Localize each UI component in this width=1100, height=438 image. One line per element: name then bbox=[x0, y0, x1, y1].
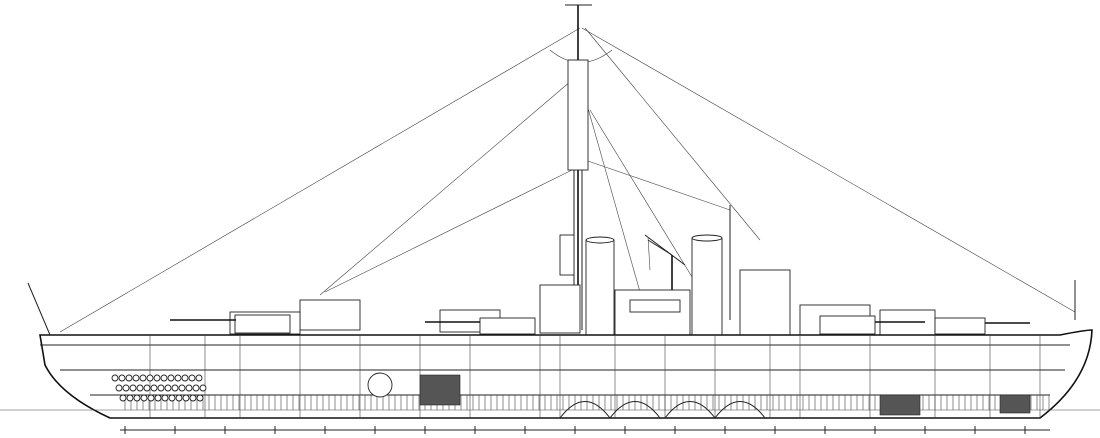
stay-fore-inner bbox=[319, 74, 579, 296]
tube bbox=[119, 394, 127, 402]
stay-aft-inner bbox=[579, 79, 641, 293]
tube bbox=[139, 374, 147, 382]
turret-c bbox=[819, 315, 876, 335]
tube bbox=[118, 374, 126, 382]
scale-ticks bbox=[124, 426, 1026, 434]
tube bbox=[181, 374, 189, 382]
stay-mainmast bbox=[584, 159, 731, 211]
foremast bbox=[559, 4, 592, 330]
tube bbox=[147, 394, 155, 402]
tube bbox=[136, 384, 144, 392]
turret-b bbox=[479, 317, 536, 335]
tube bbox=[125, 374, 133, 382]
tube bbox=[143, 384, 151, 392]
tube bbox=[188, 374, 196, 382]
tube bbox=[192, 384, 200, 392]
boiler-tubes bbox=[111, 374, 207, 402]
tube bbox=[146, 374, 154, 382]
tube bbox=[157, 384, 165, 392]
tube bbox=[196, 394, 204, 402]
tube bbox=[167, 374, 175, 382]
tube bbox=[171, 384, 179, 392]
tube bbox=[154, 394, 162, 402]
tube bbox=[195, 374, 203, 382]
tube bbox=[161, 394, 169, 402]
tube bbox=[126, 394, 134, 402]
tube bbox=[178, 384, 186, 392]
gun-turrets bbox=[170, 314, 1030, 335]
tube bbox=[175, 394, 183, 402]
back-stay bbox=[581, 27, 1076, 313]
turret-d bbox=[934, 317, 986, 335]
hull bbox=[0, 329, 1100, 434]
tube bbox=[150, 384, 158, 392]
tube bbox=[111, 374, 119, 382]
engine-rooms bbox=[367, 372, 1031, 419]
jackstaff bbox=[27, 282, 51, 336]
fore-stay bbox=[59, 27, 581, 333]
tube bbox=[168, 394, 176, 402]
tube bbox=[132, 374, 140, 382]
funnel-aft bbox=[691, 234, 723, 336]
turret-a bbox=[234, 314, 291, 334]
tube bbox=[185, 384, 193, 392]
frame-lines bbox=[124, 335, 1050, 418]
stay-fore-low bbox=[324, 169, 573, 293]
tube bbox=[174, 374, 182, 382]
tube bbox=[133, 394, 141, 402]
stay-mid bbox=[589, 109, 701, 291]
tube bbox=[182, 394, 190, 402]
tube bbox=[129, 384, 137, 392]
rigging bbox=[59, 27, 1076, 333]
tube bbox=[140, 394, 148, 402]
tube bbox=[160, 374, 168, 382]
tube bbox=[153, 374, 161, 382]
tube bbox=[199, 384, 207, 392]
tube bbox=[189, 394, 197, 402]
tube bbox=[164, 384, 172, 392]
tube bbox=[115, 384, 123, 392]
stay-aft bbox=[584, 27, 761, 241]
funnel-fore bbox=[585, 236, 615, 336]
tube bbox=[122, 384, 130, 392]
